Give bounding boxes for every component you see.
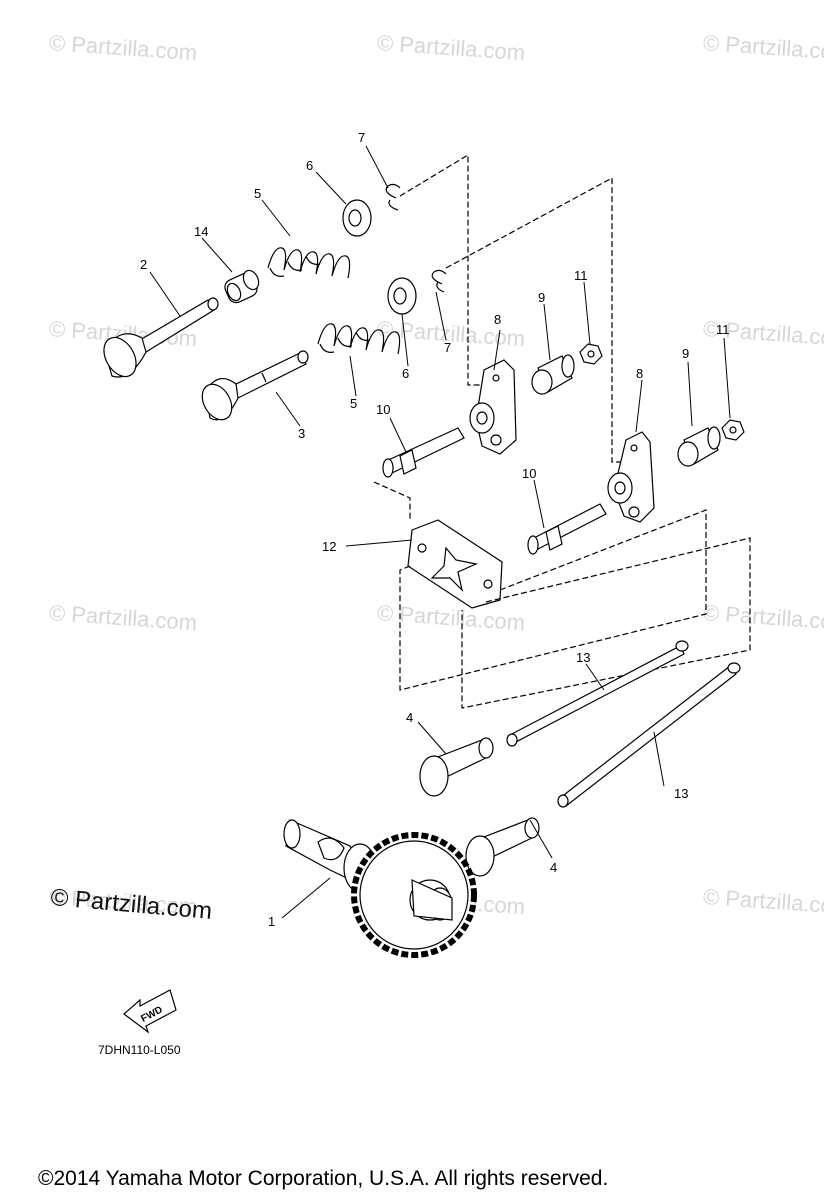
callout-11: 11 <box>574 268 588 283</box>
intake-valve <box>103 297 219 378</box>
callout-2: 2 <box>140 257 147 272</box>
callout-3: 3 <box>298 426 305 441</box>
copyright-notice: ©2014 Yamaha Motor Corporation, U.S.A. A… <box>38 1167 609 1190</box>
callout-11: 11 <box>716 322 730 337</box>
callout-leaders <box>149 145 731 919</box>
callout-12: 12 <box>322 539 336 554</box>
callout-1: 1 <box>268 914 275 929</box>
push-rod-guide-plate <box>407 519 503 609</box>
spring-retainer <box>342 199 417 315</box>
callout-6: 6 <box>306 158 313 173</box>
callout-13: 13 <box>576 650 590 665</box>
callout-5: 5 <box>254 186 261 201</box>
rocker-arm-stud <box>382 427 607 555</box>
assembly-guide-lines <box>373 481 751 709</box>
callout-5: 5 <box>350 396 357 411</box>
callout-10: 10 <box>522 466 536 481</box>
callout-13: 13 <box>674 786 688 801</box>
rocker-pivot <box>531 354 721 467</box>
callout-4: 4 <box>406 710 413 725</box>
callout-6: 6 <box>402 366 409 381</box>
callout-9: 9 <box>538 290 545 305</box>
valve-spring-upper <box>267 247 351 279</box>
callout-4: 4 <box>550 860 557 875</box>
callout-14: 14 <box>194 224 208 239</box>
callout-8: 8 <box>494 312 501 327</box>
callout-8: 8 <box>636 366 643 381</box>
valve-stem-seal <box>224 269 260 304</box>
camshaft <box>283 819 477 958</box>
push-rod <box>506 640 741 808</box>
callout-9: 9 <box>682 346 689 361</box>
nut <box>579 343 745 441</box>
callout-7: 7 <box>358 130 365 145</box>
exhaust-valve <box>201 350 309 421</box>
fwd-arrow-icon <box>123 989 177 1034</box>
valve-cotter <box>385 183 447 293</box>
callout-10: 10 <box>376 402 390 417</box>
assembly-guide-lines <box>399 153 622 463</box>
valve-spring-lower <box>317 323 401 355</box>
rocker-arm <box>469 359 655 523</box>
valve-lifter <box>419 737 540 877</box>
callout-7: 7 <box>444 340 451 355</box>
diagram-code: 7DHN110-L050 <box>98 1043 181 1057</box>
